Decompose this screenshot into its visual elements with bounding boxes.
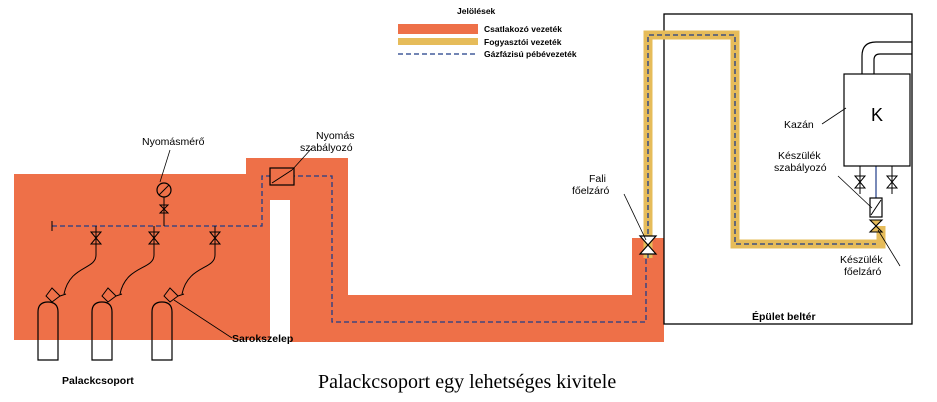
device-regulator-label-line1: Készülék — [778, 150, 821, 162]
boiler-leader — [821, 107, 847, 125]
legend-swatch-consumer — [398, 38, 478, 45]
device-regulator-leader — [837, 175, 873, 209]
device-regulator-diagonal — [870, 199, 882, 216]
device-valve-icon — [868, 219, 884, 233]
legend-title: Jelölések — [457, 6, 496, 16]
gauge-leader — [159, 149, 171, 183]
boiler-valve-icon — [885, 175, 899, 189]
pressure-gauge-label: Nyomásmérő — [142, 136, 205, 148]
gas-cylinder-icon — [151, 301, 173, 361]
device-valve-label-line1: Készülék — [840, 254, 883, 266]
legend-label-consumer: Fogyasztói vezeték — [484, 37, 562, 47]
legend-swatch-connector — [398, 24, 478, 34]
cylinder-branch-2 — [91, 226, 161, 361]
pressure-gauge-needle — [158, 184, 170, 196]
regulator-label-line1: Nyomás — [316, 130, 355, 142]
gas-line-main — [52, 34, 876, 323]
gas-cylinder-icon — [37, 301, 59, 361]
connector-zone — [14, 158, 664, 342]
angle-valve-leader — [173, 299, 233, 339]
regulator-label-line2: szabályozó — [300, 142, 353, 154]
boiler-label: Kazán — [784, 119, 814, 131]
wall-valve-leader — [623, 193, 647, 241]
angle-valve-label: Sarokszelep — [232, 333, 293, 345]
building-outline — [663, 13, 913, 325]
cylinder-group-label: Palackcsoport — [62, 375, 134, 387]
boiler-flue — [861, 41, 912, 74]
cylinder-branch-3 — [151, 226, 222, 361]
boiler-box — [843, 73, 911, 167]
legend-label-connector: Csatlakozó vezeték — [484, 24, 562, 34]
legend-label-gas: Gázfázisú pébévezeték — [484, 49, 577, 59]
boiler-valves — [853, 166, 899, 194]
wall-valve-label-line1: Fali — [589, 173, 606, 185]
device-valve-leader — [877, 229, 901, 267]
boiler-letter: K — [871, 105, 883, 125]
gas-cylinder-icon — [91, 301, 113, 361]
building-interior-label: Épület beltér — [752, 310, 816, 323]
gauge-valve-icon — [158, 204, 170, 214]
wall-valve-label-line2: főelzáró — [572, 185, 610, 197]
boiler-valve-icon — [853, 175, 867, 189]
diagram-caption: Palackcsoport egy lehetséges kivitele — [318, 371, 616, 393]
device-valve-label-line2: főelzáró — [844, 266, 882, 278]
pressure-regulator-diagonal — [271, 169, 293, 184]
device-regulator-label-line2: szabályozó — [774, 162, 827, 174]
cylinder-branch-1 — [37, 226, 103, 361]
wall-valve-icon — [638, 235, 658, 255]
regulator-leader — [291, 147, 313, 171]
